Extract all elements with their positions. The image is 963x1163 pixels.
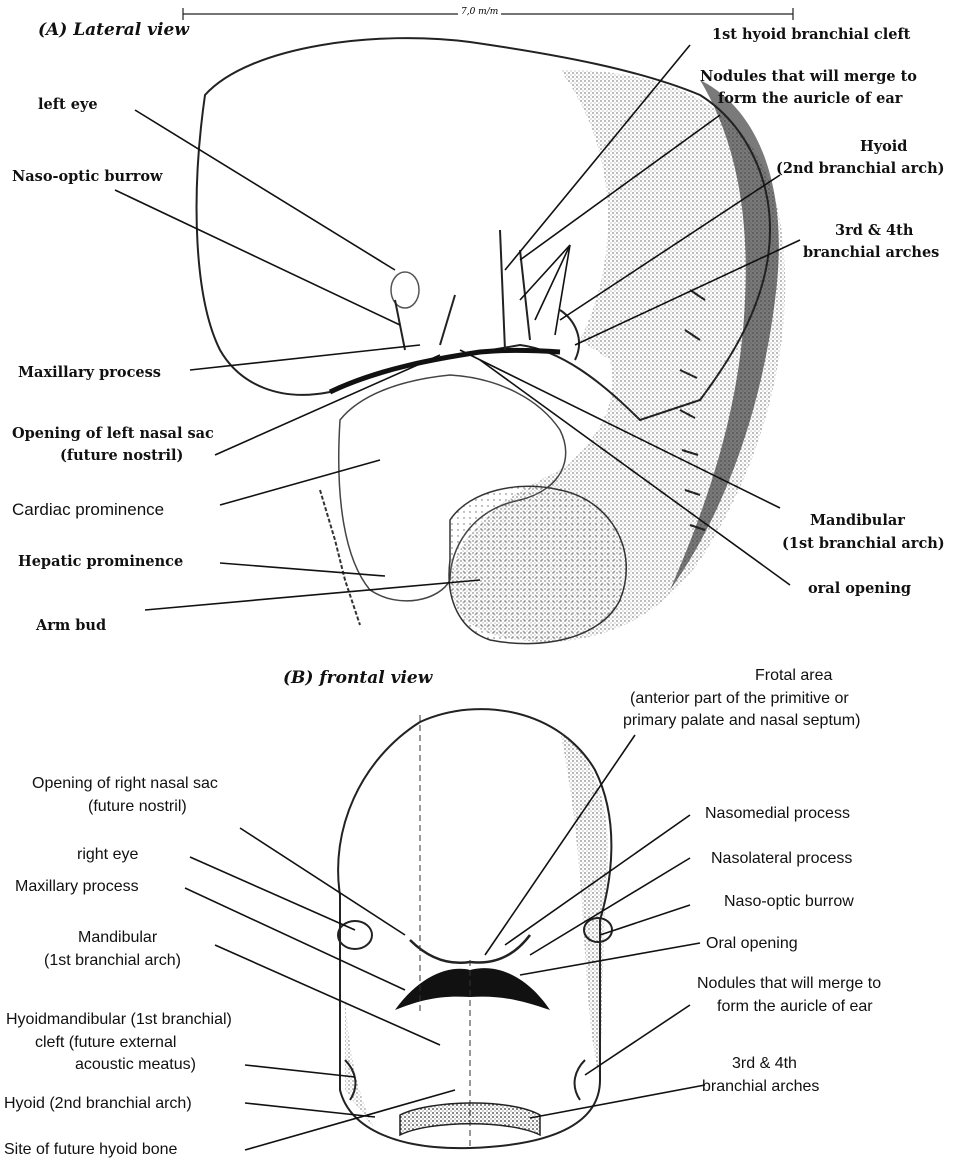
label-hyoid-line2: (2nd branchial arch) [776, 160, 945, 177]
label-arches-frontal-line2: branchial arches [702, 1077, 819, 1096]
label-mandibular-frontal-line1: Mandibular [78, 928, 157, 947]
lateral-embryo [197, 38, 786, 644]
label-arm-bud: Arm bud [36, 617, 106, 634]
label-hepatic: Hepatic prominence [18, 553, 183, 570]
label-mandibular-frontal-line2: (1st branchial arch) [44, 951, 181, 970]
label-nodules-frontal-line1: Nodules that will merge to [697, 974, 881, 993]
label-maxillary-frontal: Maxillary process [15, 877, 139, 896]
label-frotal-line2: (anterior part of the primitive or [630, 689, 849, 708]
label-hyomand-line3: acoustic meatus) [75, 1055, 196, 1074]
label-right-nasal-line1: Opening of right nasal sac [32, 774, 218, 793]
label-mandibular-line2: (1st branchial arch) [782, 535, 945, 552]
label-hyoid-frontal: Hyoid (2nd branchial arch) [4, 1094, 192, 1113]
frontal-leader-lines [185, 735, 705, 1150]
frontal-view-title: (B) frontal view [283, 668, 432, 688]
label-hyoid-line1: Hyoid [860, 138, 907, 155]
label-cardiac: Cardiac prominence [12, 500, 164, 520]
label-arches-frontal-line1: 3rd & 4th [732, 1054, 797, 1073]
label-nasal-sac-line2: (future nostril) [60, 447, 183, 464]
label-nodules-frontal-line2: form the auricle of ear [717, 997, 873, 1016]
label-right-nasal-line2: (future nostril) [88, 797, 187, 816]
label-arches-line2: branchial arches [803, 244, 939, 261]
label-nasal-sac-line1: Opening of left nasal sac [12, 425, 214, 442]
label-naso-optic-frontal: Naso-optic burrow [724, 892, 854, 911]
label-hyoid-bone: Site of future hyoid bone [4, 1140, 177, 1159]
label-mandibular-line1: Mandibular [810, 512, 905, 529]
label-frotal-line3: primary palate and nasal septum) [623, 711, 860, 730]
label-oral-frontal: Oral opening [706, 934, 798, 953]
lateral-view-title: (A) Lateral view [38, 20, 189, 40]
label-hyomand-line1: Hyoidmandibular (1st branchial) [6, 1010, 232, 1029]
label-hyomand-line2: cleft (future external [35, 1033, 176, 1052]
label-oral-lateral: oral opening [808, 580, 911, 597]
label-nasomedial: Nasomedial process [705, 804, 850, 823]
label-naso-optic-lateral: Naso-optic burrow [12, 168, 163, 185]
label-nodules-line1: Nodules that will merge to [700, 68, 917, 85]
label-right-eye: right eye [77, 845, 138, 864]
label-hyoid-cleft: 1st hyoid branchial cleft [712, 26, 910, 43]
label-frotal-line1: Frotal area [755, 666, 832, 685]
scale-bar-label: 7,0 m/m [458, 7, 501, 17]
label-nodules-line2: form the auricle of ear [718, 90, 902, 107]
label-arches-line1: 3rd & 4th [835, 222, 913, 239]
label-maxillary-lateral: Maxillary process [18, 364, 161, 381]
label-left-eye: left eye [38, 96, 98, 113]
label-nasolateral: Nasolateral process [711, 849, 852, 868]
